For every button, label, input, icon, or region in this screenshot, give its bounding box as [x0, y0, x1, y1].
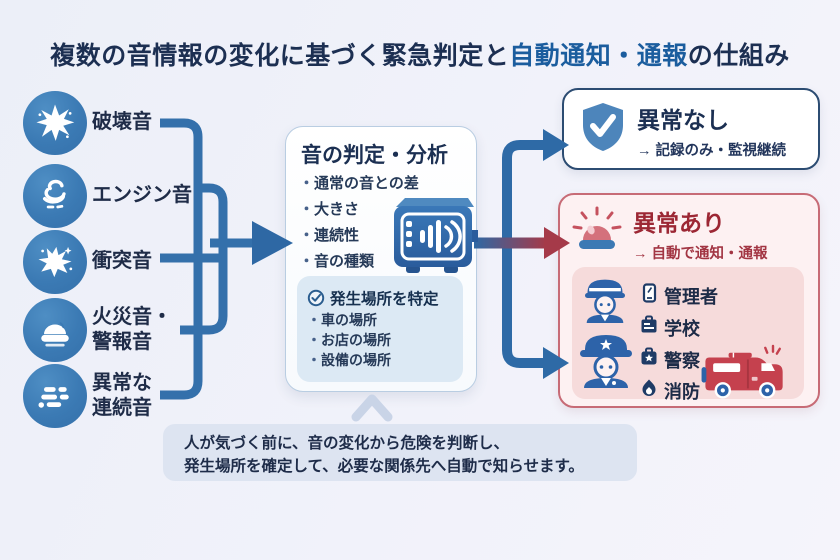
fire-truck-icon	[701, 344, 783, 399]
summary-note-line1: 人が気づく前に、音の変化から危険を判断し、	[184, 435, 510, 452]
recipient-label-fire: 消防	[664, 382, 700, 402]
location-header: 発生場所を特定	[307, 287, 439, 309]
red-siren-icon	[572, 206, 622, 249]
source-item-destruction	[23, 91, 87, 155]
source-label-fire-alarm: 火災音・ 警報音	[92, 306, 172, 353]
soundwave-icon	[38, 387, 69, 408]
title-part2: の仕組み	[687, 42, 790, 70]
police-badge-icon	[641, 347, 657, 365]
branch-vertical-line	[502, 140, 545, 368]
result-normal-panel	[562, 88, 820, 170]
analysis-bullet-list: 通常の音との差 大きさ 連続性 音の種類	[299, 172, 419, 276]
result-normal-subtitle: → 記録のみ・監視継続	[637, 143, 787, 159]
police-officer-icon	[585, 279, 625, 323]
flame-icon	[642, 379, 656, 396]
security-officer-icon	[580, 335, 632, 388]
location-title: 発生場所を特定	[330, 291, 439, 308]
shield-check-icon	[583, 103, 623, 151]
phone-icon	[642, 283, 657, 303]
source-label-collision: 衝突音	[92, 250, 152, 272]
summary-note-panel	[163, 424, 637, 481]
note-chevron-icon	[351, 394, 393, 422]
result-normal-title: 異常なし	[637, 107, 729, 133]
engine-icon	[42, 179, 66, 209]
result-alert-subtitle: → 自動で通知・通報	[633, 246, 768, 262]
location-bullet-list: 車の場所 お店の場所 設備の場所	[307, 310, 391, 370]
source-item-engine	[23, 164, 87, 228]
analysis-bullet: 音の種類	[299, 250, 419, 271]
source-label-engine: エンジン音	[92, 184, 192, 206]
analysis-title: 音の判定・分析	[301, 144, 448, 167]
check-circle-icon	[307, 289, 325, 307]
sound-detector-icon	[394, 198, 478, 273]
burst-icon	[36, 104, 75, 141]
summary-note-text: 人が気づく前に、音の変化から危険を判断し、 発生場所を確定して、必要な関係先へ自…	[184, 432, 584, 478]
source-label-continuous: 異常な 連続音	[92, 372, 152, 419]
school-icon	[641, 315, 657, 333]
title-accent: 自動通知・通報	[509, 42, 688, 70]
location-bullet: 車の場所	[307, 310, 391, 330]
alarm-icon	[41, 322, 69, 347]
analysis-bullet: 大きさ	[299, 198, 419, 219]
page-title: 複数の音情報の変化に基づく緊急判定と自動通知・通報の仕組み	[0, 36, 840, 72]
location-bullet: 設備の場所	[307, 350, 391, 370]
source-item-continuous	[23, 364, 87, 428]
title-part1: 複数の音情報の変化に基づく緊急判定と	[50, 42, 510, 70]
recipient-label-admin: 管理者	[664, 287, 718, 307]
bus-secondary-line	[180, 183, 228, 335]
source-item-fire-alarm	[23, 298, 87, 362]
recipient-label-police: 警察	[664, 351, 700, 371]
analysis-bullet: 通常の音との差	[299, 172, 419, 193]
summary-note-line2: 発生場所を確定して、必要な関係先へ自動で知らせます。	[184, 458, 584, 475]
recipient-label-school: 学校	[664, 319, 700, 339]
analysis-bullet: 連続性	[299, 224, 419, 245]
location-bullet: お店の場所	[307, 330, 391, 350]
source-label-destruction: 破壊音	[92, 111, 152, 133]
collision-icon	[38, 246, 73, 278]
source-item-collision	[23, 230, 87, 294]
result-alert-title: 異常あり	[633, 210, 725, 236]
gradient-shaft	[474, 237, 546, 249]
